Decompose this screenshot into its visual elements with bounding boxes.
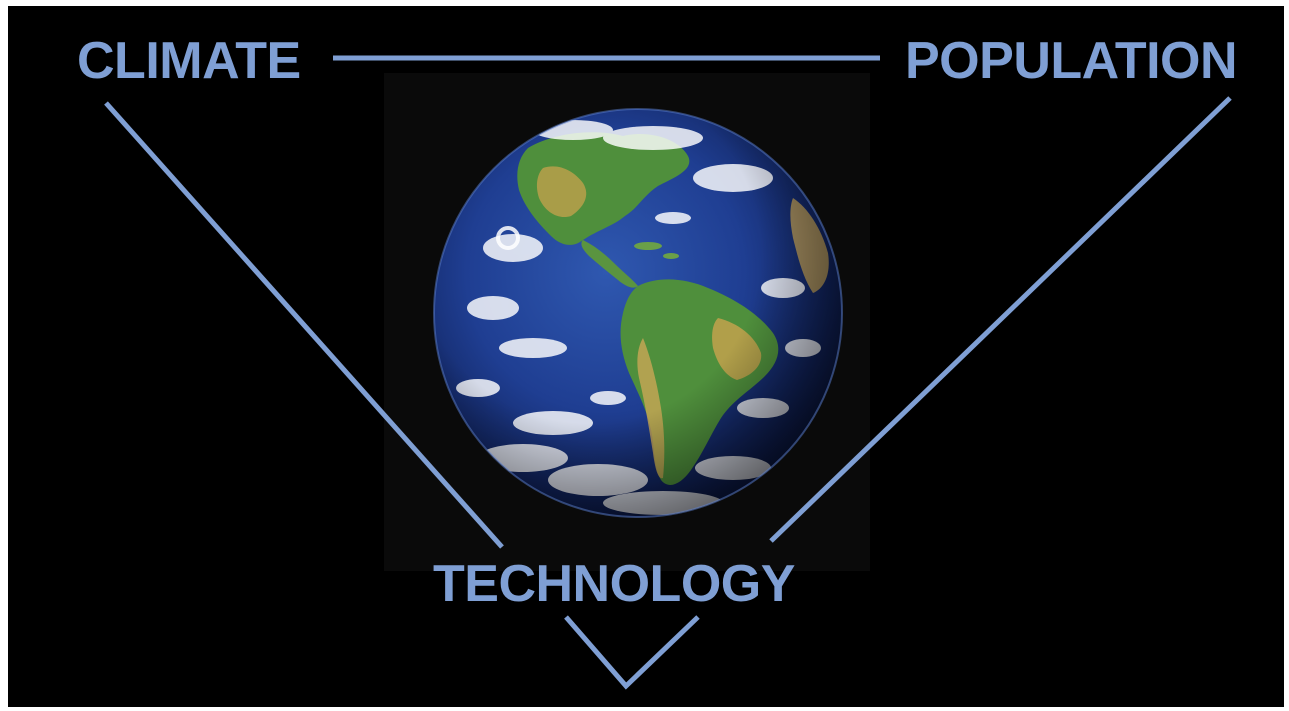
label-climate: CLIMATE <box>77 32 301 90</box>
earth-globe-image <box>433 108 843 518</box>
label-population: POPULATION <box>905 32 1238 90</box>
label-technology: TECHNOLOGY <box>433 555 795 613</box>
